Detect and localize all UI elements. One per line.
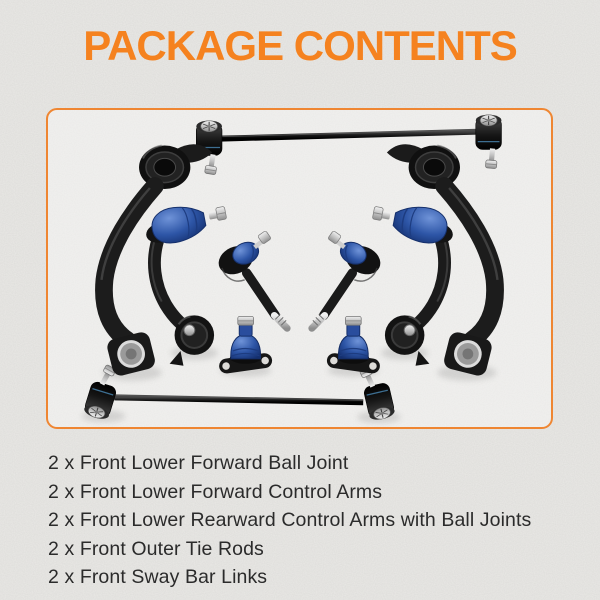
tie-rod-left	[214, 231, 287, 329]
sway-bar-link-bottom	[83, 363, 396, 422]
control-arm-forward-left	[144, 198, 229, 366]
ball-joint-left	[217, 315, 274, 375]
control-arm-forward-right	[370, 198, 455, 366]
page-title: PACKAGE CONTENTS	[83, 22, 518, 69]
contents-item-sway-bar-links: 2 x Front Sway Bar Links	[48, 566, 268, 588]
sway-bar-link-top	[196, 115, 501, 176]
contents-item-rearward-control-arms: 2 x Front Lower Rearward Control Arms wi…	[48, 509, 532, 531]
contents-list: 2 x Front Lower Forward Ball Joint 2 x F…	[48, 449, 531, 592]
contents-item-tie-rods: 2 x Front Outer Tie Rods	[48, 537, 264, 560]
parts-photo	[81, 110, 551, 424]
contents-item-ball-joint: 2 x Front Lower Forward Ball Joint	[48, 452, 349, 474]
tie-rod-right	[312, 231, 385, 329]
package-contents-image-frame	[46, 108, 553, 429]
contents-item-forward-control-arms: 2 x Front Lower Forward Control Arms	[48, 480, 383, 503]
ball-joint-right	[325, 315, 382, 375]
